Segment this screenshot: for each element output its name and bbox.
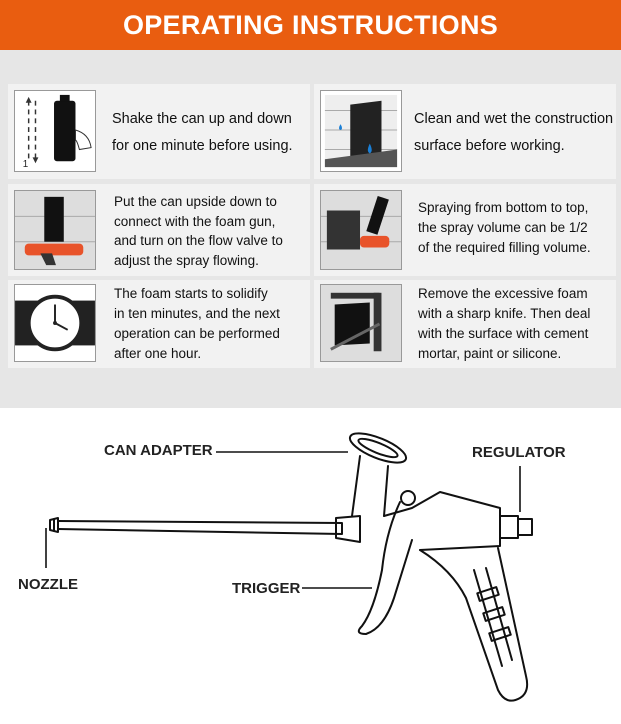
step-3-line-4: adjust the spray flowing. <box>114 252 259 268</box>
page-title: OPERATING INSTRUCTIONS <box>0 0 621 50</box>
step-6-line-3: with the surface with cement <box>418 326 589 341</box>
knife-trim-icon <box>320 284 402 362</box>
step-card-3: Put the can upside down to connect with … <box>8 184 310 276</box>
step-4-line-2: the spray volume can be 1/2 <box>418 220 588 235</box>
svg-text:1: 1 <box>23 159 28 170</box>
step-3-line-1: Put the can upside down to <box>114 194 277 209</box>
step-card-1: 1 Shake the can up and down for one minu… <box>8 84 310 179</box>
clock-icon <box>14 284 96 362</box>
foam-gun-diagram: CAN ADAPTER REGULATOR NOZZLE TRIGGER <box>0 420 621 719</box>
step-4-line-1: Spraying from bottom to top, <box>418 200 589 215</box>
connect-gun-icon <box>14 190 96 270</box>
step-2-line-1: Clean and wet the construction <box>414 111 614 127</box>
trigger-label: TRIGGER <box>232 580 301 597</box>
step-card-6: Remove the excessive foam with a sharp k… <box>314 280 616 368</box>
step-card-2: Clean and wet the construction surface b… <box>314 84 616 179</box>
step-2-line-2: surface before working. <box>414 138 565 154</box>
shake-can-icon: 1 <box>14 90 96 172</box>
step-1-line-1: Shake the can up and down <box>112 111 292 127</box>
spray-bottom-top-icon <box>320 190 402 270</box>
step-5-line-3: operation can be performed <box>114 326 280 341</box>
step-5-line-4: after one hour. <box>114 346 202 361</box>
step-6-line-1: Remove the excessive foam <box>418 286 588 301</box>
can-adapter-label: CAN ADAPTER <box>104 442 213 459</box>
wet-surface-icon <box>320 90 402 172</box>
step-3-line-3: and turn on the flow valve to <box>114 233 283 248</box>
step-5-line-1: The foam starts to solidify <box>114 286 268 301</box>
regulator-label: REGULATOR <box>472 444 566 461</box>
step-4-line-3: of the required filling volume. <box>418 240 591 255</box>
step-3-line-2: connect with the foam gun, <box>114 213 276 229</box>
step-card-5: The foam starts to solidify in ten minut… <box>8 280 310 368</box>
foam-gun-drawing <box>45 432 533 702</box>
step-1-line-2: for one minute before using. <box>112 138 293 154</box>
step-5-line-2: in ten minutes, and the next <box>114 306 280 321</box>
step-6-line-4: mortar, paint or silicone. <box>418 346 562 361</box>
step-card-4: Spraying from bottom to top, the spray v… <box>314 184 616 276</box>
nozzle-label: NOZZLE <box>18 576 78 593</box>
step-6-line-2: with a sharp knife. Then deal <box>418 306 591 321</box>
